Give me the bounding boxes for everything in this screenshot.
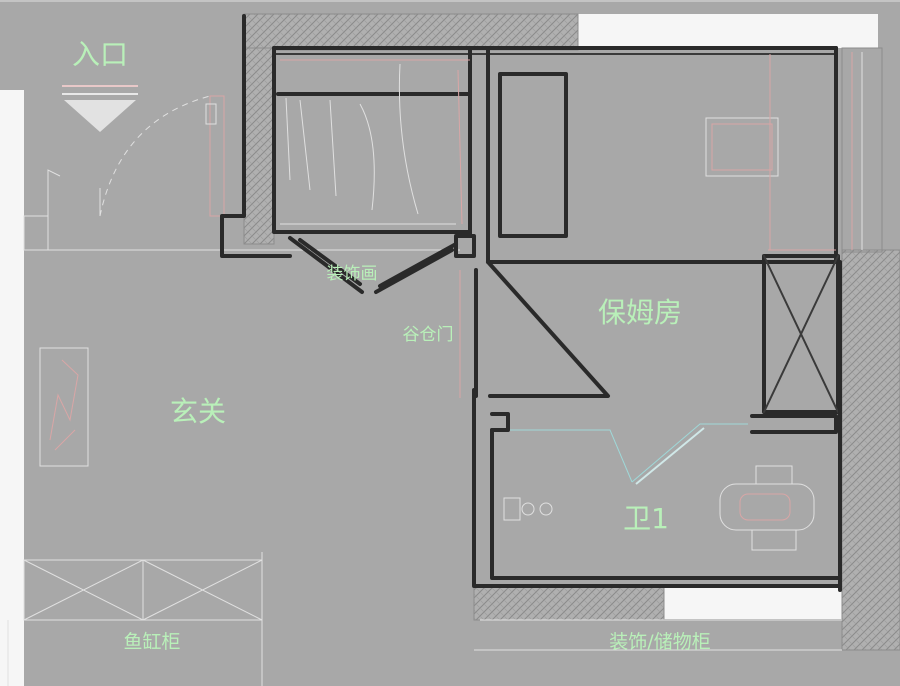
foyer-side-sketch	[39, 347, 89, 467]
room-curtain-sketch	[280, 59, 470, 225]
decor-painting-label: 装饰画	[327, 264, 378, 284]
bathroom-door	[510, 423, 748, 485]
entrance-label: 入口	[72, 38, 128, 71]
right-top-window	[841, 47, 883, 253]
decor-storage-cabinet-label: 装饰/储物柜	[609, 631, 710, 653]
bottom-blank-area	[663, 586, 843, 619]
bathroom-fixtures	[503, 465, 815, 551]
foyer-label: 玄关	[170, 395, 226, 428]
top-right-blank-area	[578, 14, 878, 48]
fish-tank-cabinet-label: 鱼缸柜	[123, 631, 180, 653]
grain-door-label: 谷仓门	[403, 325, 454, 345]
entrance-door	[47, 95, 225, 217]
walls	[220, 14, 842, 592]
left-blank-area	[0, 90, 24, 686]
right-hatched-wall	[841, 249, 900, 651]
fish-tank-cabinet	[23, 559, 263, 621]
entrance-arrow-icon	[62, 85, 138, 132]
folding-door	[288, 236, 458, 294]
nanny-room-furniture	[705, 54, 836, 251]
bathroom-label: 卫1	[623, 502, 669, 535]
nanny-room-label: 保姆房	[598, 296, 682, 329]
top-hatched-wall	[243, 13, 579, 51]
bottom-hatched-wall	[473, 585, 665, 621]
left-hatched-wall	[243, 47, 275, 245]
